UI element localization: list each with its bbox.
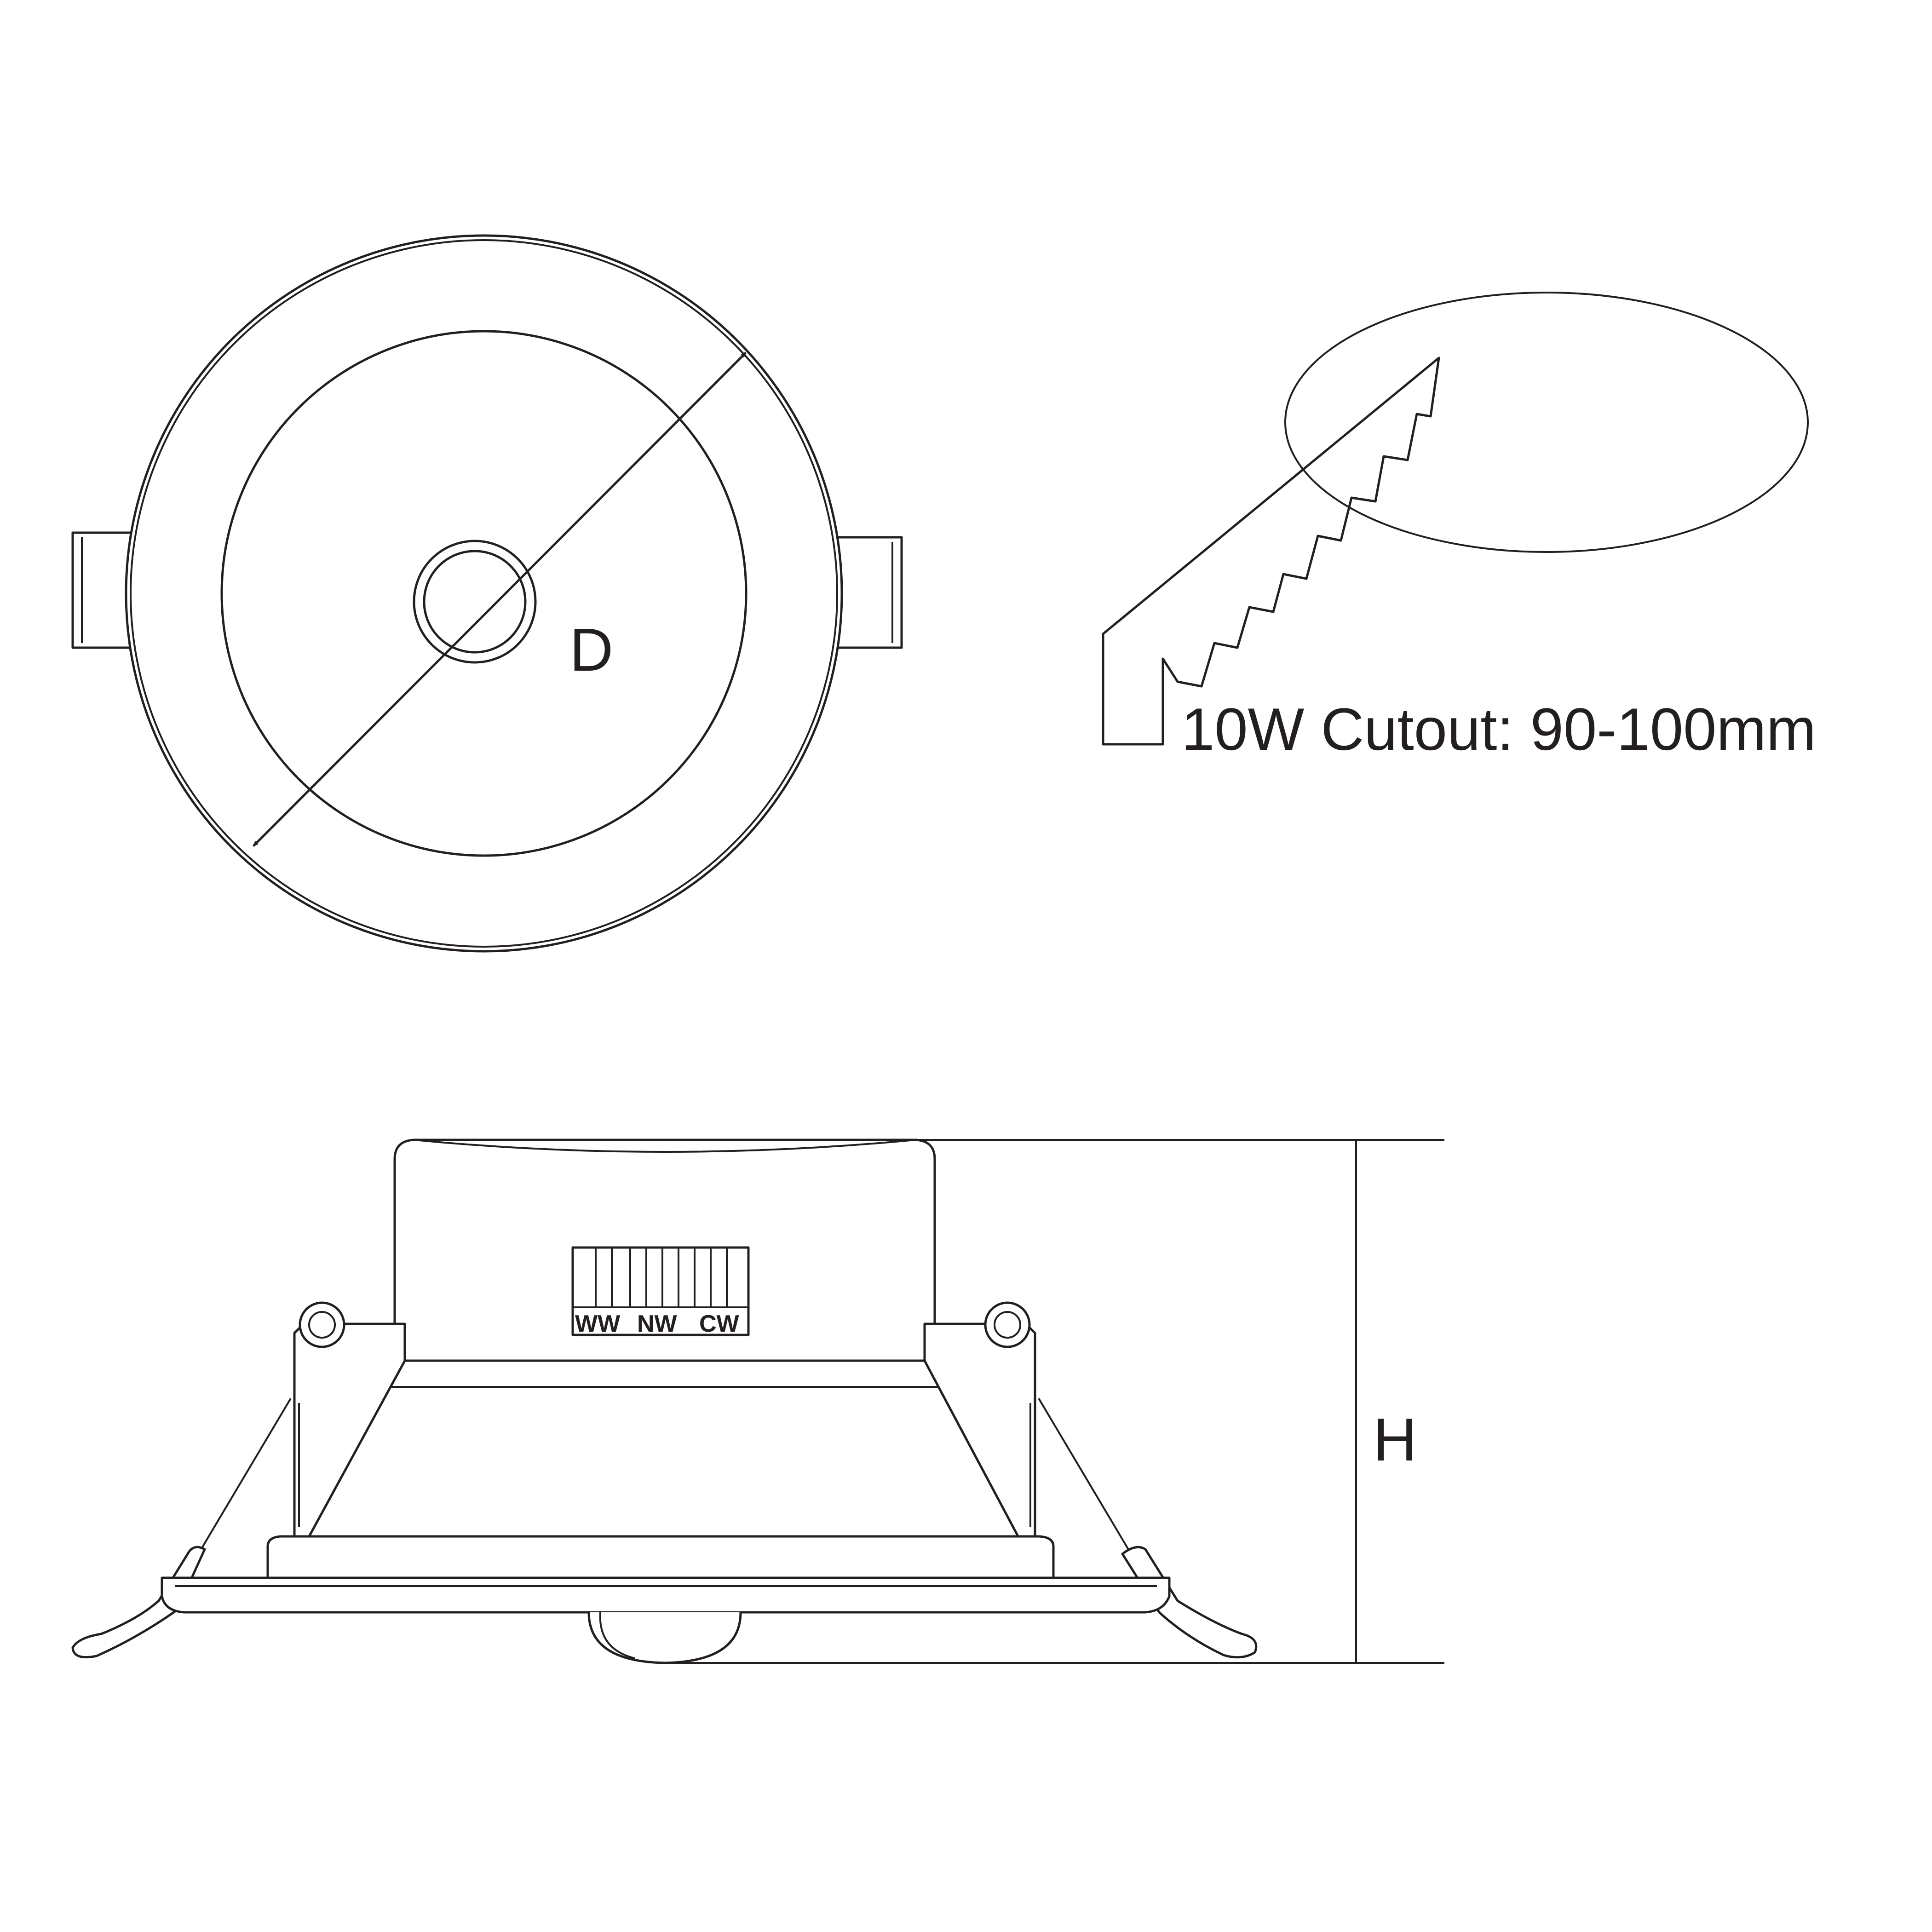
right-spring-clip[interactable] <box>923 1301 1258 1659</box>
cutout-hole <box>1284 292 1809 553</box>
left-tab <box>71 531 139 649</box>
height-label: H <box>1373 1406 1417 1473</box>
switch-ww-label: WW <box>575 1311 621 1337</box>
diameter-label: D <box>569 616 613 684</box>
tapered-body <box>302 1359 1025 1548</box>
right-tab <box>835 536 903 649</box>
outer-rim <box>125 234 843 953</box>
cutout-label: 10W Cutout: 90-100mm <box>1181 696 1816 763</box>
diameter-dimension-line <box>254 353 745 845</box>
trim-step <box>266 1535 1055 1578</box>
side-view: H WW NW CW <box>71 1138 1444 1664</box>
switch-cw-label: CW <box>699 1311 740 1337</box>
pir-sensor-dome <box>587 1612 742 1664</box>
cutout-diagram: 10W Cutout: 90-100mm <box>1102 292 1816 763</box>
trim-bezel <box>161 1576 1171 1614</box>
top-view: D <box>71 234 903 953</box>
switch-nw-label: NW <box>637 1311 678 1337</box>
cct-switch[interactable]: WW NW CW <box>571 1246 750 1337</box>
saw-icon <box>1102 356 1440 746</box>
